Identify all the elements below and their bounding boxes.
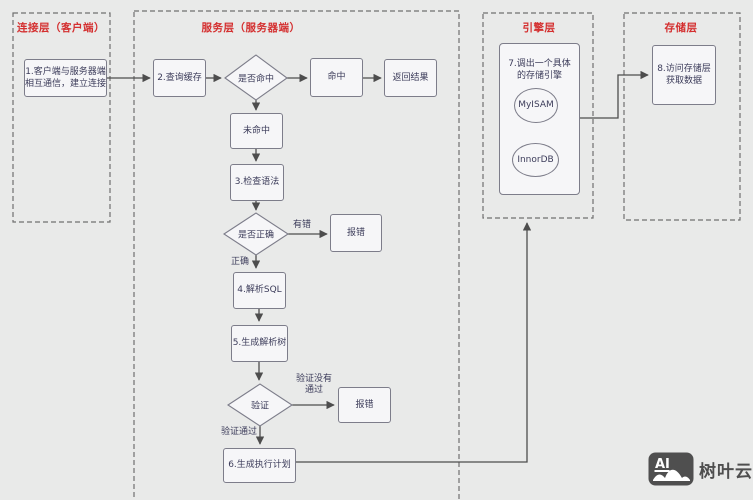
edge-engine-step8 (580, 70, 649, 119)
diamond-is-hit (224, 54, 288, 101)
node-step1: 1.客户端与服务器端 相互通信，建立连接 (24, 59, 107, 97)
node-hit: 命中 (310, 58, 363, 97)
node-error-validate: 报错 (338, 387, 391, 423)
layer-title-storage: 存储层 (664, 22, 698, 34)
layer-title-connection: 连接层（客户端） (17, 22, 105, 34)
node-step6: 6.生成执行计划 (223, 448, 296, 483)
edge-label-validate-fail-line2: 通过 (304, 384, 324, 395)
layer-title-engine: 引擎层 (522, 22, 556, 34)
node-step8: 8.访问存储层 获取数据 (652, 45, 716, 105)
bubble-innordb: InnorDB (512, 143, 559, 177)
edge-label-correct: 正确 (231, 257, 250, 267)
node-error-syntax: 报错 (330, 214, 382, 252)
layer-connection-border (12, 12, 111, 223)
node-step8-line1: 8.访问存储层 (657, 63, 711, 74)
diamond-label-is-hit: 是否命中 (237, 74, 275, 85)
node-step8-line2: 获取数据 (665, 76, 702, 86)
layer-storage-border (623, 12, 741, 221)
diamond-label-is-correct: 是否正确 (237, 230, 275, 241)
edge-label-validate-pass: 验证通过 (221, 427, 258, 437)
watermark-logo-text: AI (655, 457, 670, 472)
watermark: AI 树叶云 (648, 452, 753, 486)
node-step3: 3.检查语法 (230, 164, 284, 201)
node-step1-line1: 1.客户端与服务器端 (25, 66, 106, 77)
watermark-brand-text: 树叶云 (699, 461, 753, 482)
edge-label-has-error: 有错 (293, 220, 312, 230)
diamond-validate (226, 383, 294, 427)
node-not-hit: 未命中 (230, 113, 283, 149)
diamond-label-validate: 验证 (250, 401, 270, 412)
bubble-myisam: MyISAM (514, 88, 558, 123)
node-step4: 4.解析SQL (233, 272, 286, 309)
layer-title-service: 服务层（服务器端） (201, 22, 301, 34)
diamond-is-correct (222, 212, 290, 256)
edge-label-validate-fail: 验证没有 通过 (296, 374, 332, 396)
node-return-result: 返回结果 (384, 59, 437, 97)
layer-service-border (133, 10, 460, 500)
node-step7-line1: 7.调出一个具体 (508, 59, 571, 69)
edge-step6-engine (296, 222, 532, 463)
edge-label-validate-fail-line1: 验证没有 (295, 374, 333, 384)
watermark-logo-icon: AI (648, 452, 694, 486)
mountain-icon (653, 469, 690, 481)
node-step5: 5.生成解析树 (231, 325, 288, 362)
layer-engine-border (482, 12, 594, 219)
node-step2: 2.查询缓存 (153, 59, 206, 97)
node-step7-line2: 的存储引擎 (516, 71, 562, 82)
node-step1-line2: 相互通信，建立连接 (25, 79, 107, 89)
